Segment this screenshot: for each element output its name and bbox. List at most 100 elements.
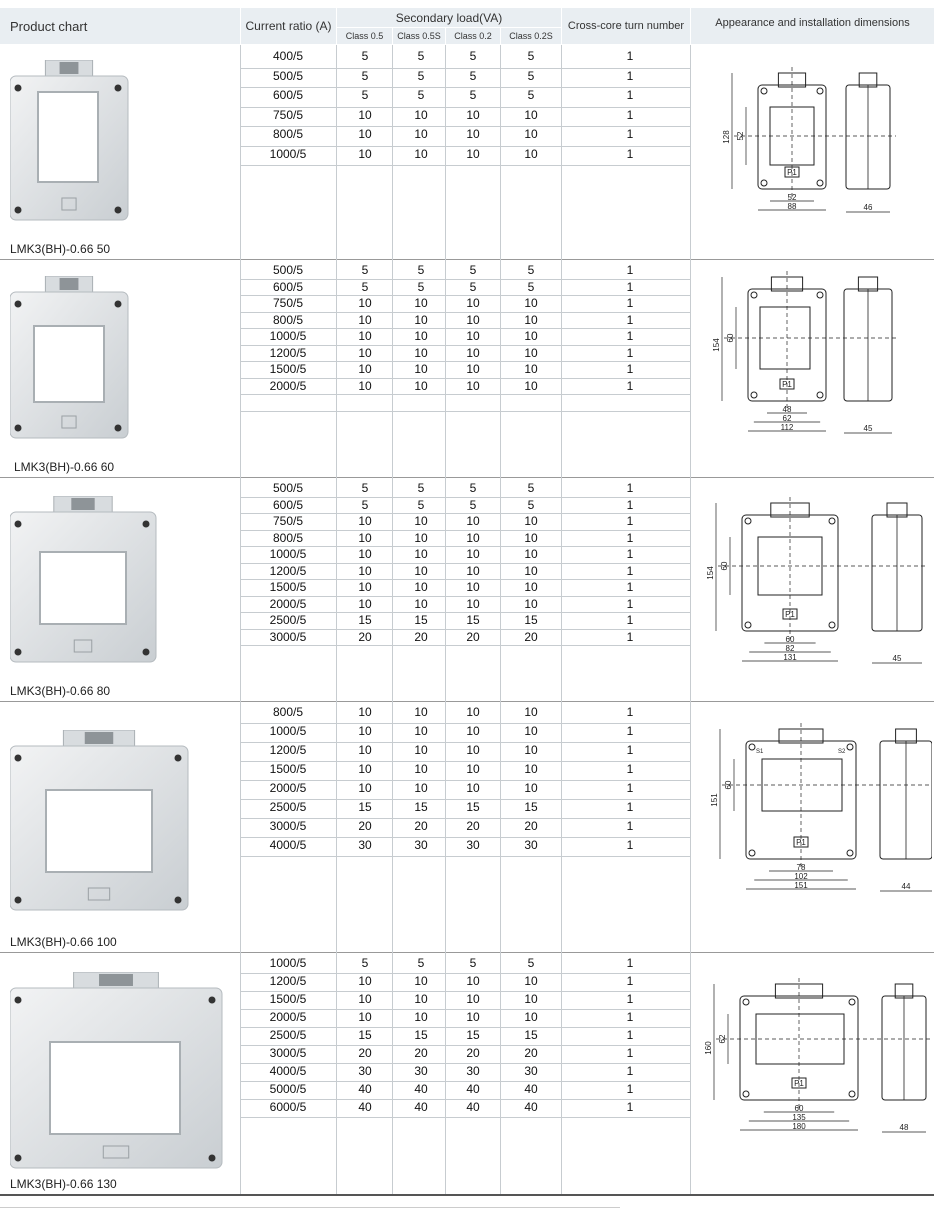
turn-number-cell: 1 <box>626 127 634 141</box>
row-line <box>241 1117 690 1118</box>
terminal-outline <box>774 983 824 999</box>
header-class-2: Class 0.2 <box>446 28 500 44</box>
p1-mark <box>102 1145 130 1159</box>
load-cell: 10 <box>524 530 538 545</box>
p1-mark <box>87 887 111 901</box>
load-cell: 20 <box>466 1046 480 1060</box>
terminal-screw <box>59 62 79 74</box>
mounting-hole <box>14 896 22 904</box>
load-cell: 15 <box>466 613 480 627</box>
load-cell: 10 <box>414 312 428 327</box>
p1-label: P1 <box>787 168 797 177</box>
width-dim: 62 <box>783 414 792 423</box>
turn-number-cell: 1 <box>626 956 634 970</box>
current-ratio-cell: 500/5 <box>272 263 304 277</box>
bottom-rule <box>0 1194 934 1196</box>
row-line <box>241 742 690 743</box>
load-cell: 5 <box>527 68 535 83</box>
load-cell: 5 <box>361 481 369 495</box>
load-cell: 10 <box>524 596 538 611</box>
column-line <box>392 701 393 952</box>
load-cell: 10 <box>524 378 538 393</box>
product-photo <box>10 972 223 1169</box>
p1-mark <box>61 197 77 211</box>
load-cell: 10 <box>414 547 428 561</box>
p1-label: P1 <box>794 1079 804 1088</box>
load-cell: 10 <box>524 563 538 578</box>
width-dim: 112 <box>781 423 794 432</box>
load-cell: 5 <box>469 481 477 495</box>
mounting-hole <box>14 424 22 432</box>
p1-mark <box>73 639 93 653</box>
load-cell: 30 <box>466 1064 480 1078</box>
column-line <box>690 952 691 1194</box>
load-cell: 5 <box>469 279 477 294</box>
row-line <box>241 1063 690 1064</box>
load-cell: 20 <box>358 1046 372 1060</box>
column-line <box>240 952 241 1194</box>
header-class-1: Class 0.5S <box>393 28 445 44</box>
row-line <box>241 780 690 781</box>
row-line <box>241 837 690 838</box>
s1-label: S1 <box>756 749 764 755</box>
window-dim: 52 <box>736 131 745 140</box>
load-cell: 10 <box>414 329 428 343</box>
load-cell: 10 <box>524 762 538 776</box>
current-ratio-cell: 800/5 <box>272 312 304 327</box>
load-cell: 10 <box>466 362 480 376</box>
load-cell: 10 <box>466 580 480 594</box>
current-ratio-cell: 1200/5 <box>269 563 307 578</box>
load-cell: 10 <box>466 563 480 578</box>
section-divider <box>0 952 934 953</box>
load-cell: 10 <box>414 974 428 988</box>
turn-number-cell: 1 <box>626 580 634 594</box>
hole-mark <box>816 179 824 187</box>
current-ratio-cell: 3000/5 <box>269 819 307 833</box>
load-cell: 10 <box>358 345 372 360</box>
load-cell: 10 <box>358 596 372 611</box>
terminal-outline <box>770 502 810 518</box>
load-cell: 10 <box>466 107 480 122</box>
window-dim: 60 <box>720 561 729 570</box>
current-ratio-cell: 1500/5 <box>269 580 307 594</box>
column-line <box>336 952 337 1194</box>
current-ratio-cell: 2500/5 <box>269 1028 307 1042</box>
load-cell: 10 <box>414 1010 428 1024</box>
current-ratio-cell: 5000/5 <box>269 1082 307 1096</box>
load-cell: 10 <box>358 547 372 561</box>
load-cell: 10 <box>414 146 428 161</box>
mounting-hole <box>114 424 122 432</box>
load-cell: 10 <box>414 992 428 1006</box>
row-line <box>241 410 690 412</box>
turn-number-cell: 1 <box>626 49 634 63</box>
turn-number-cell: 1 <box>626 1082 634 1096</box>
load-cell: 5 <box>361 956 369 970</box>
turn-number-cell: 1 <box>626 481 634 495</box>
current-ratio-cell: 3000/5 <box>269 629 307 644</box>
hole-mark <box>848 1090 856 1098</box>
width-dim: 88 <box>788 202 797 211</box>
turn-number-cell: 1 <box>626 88 634 102</box>
height-dim: 128 <box>722 130 731 144</box>
column-line <box>240 701 241 952</box>
turn-number-cell: 1 <box>626 781 634 795</box>
turn-number-cell: 1 <box>626 362 634 376</box>
mounting-hole <box>142 520 150 528</box>
load-cell: 10 <box>358 514 372 528</box>
load-cell: 10 <box>524 1010 538 1024</box>
mounting-hole <box>208 1154 216 1162</box>
column-line <box>690 701 691 952</box>
header-current-ratio-text: Current ratio (A) <box>245 19 332 33</box>
load-cell: 5 <box>417 68 425 83</box>
width-dim: 60 <box>786 635 795 644</box>
mounting-hole <box>174 896 182 904</box>
turn-number-cell: 1 <box>626 146 634 161</box>
row-line <box>241 328 690 329</box>
header-appearance-text: Appearance and installation dimensions <box>715 17 910 29</box>
load-cell: 5 <box>469 68 477 83</box>
p1-box <box>782 608 798 620</box>
turn-number-cell: 1 <box>626 329 634 343</box>
load-cell: 5 <box>527 956 535 970</box>
